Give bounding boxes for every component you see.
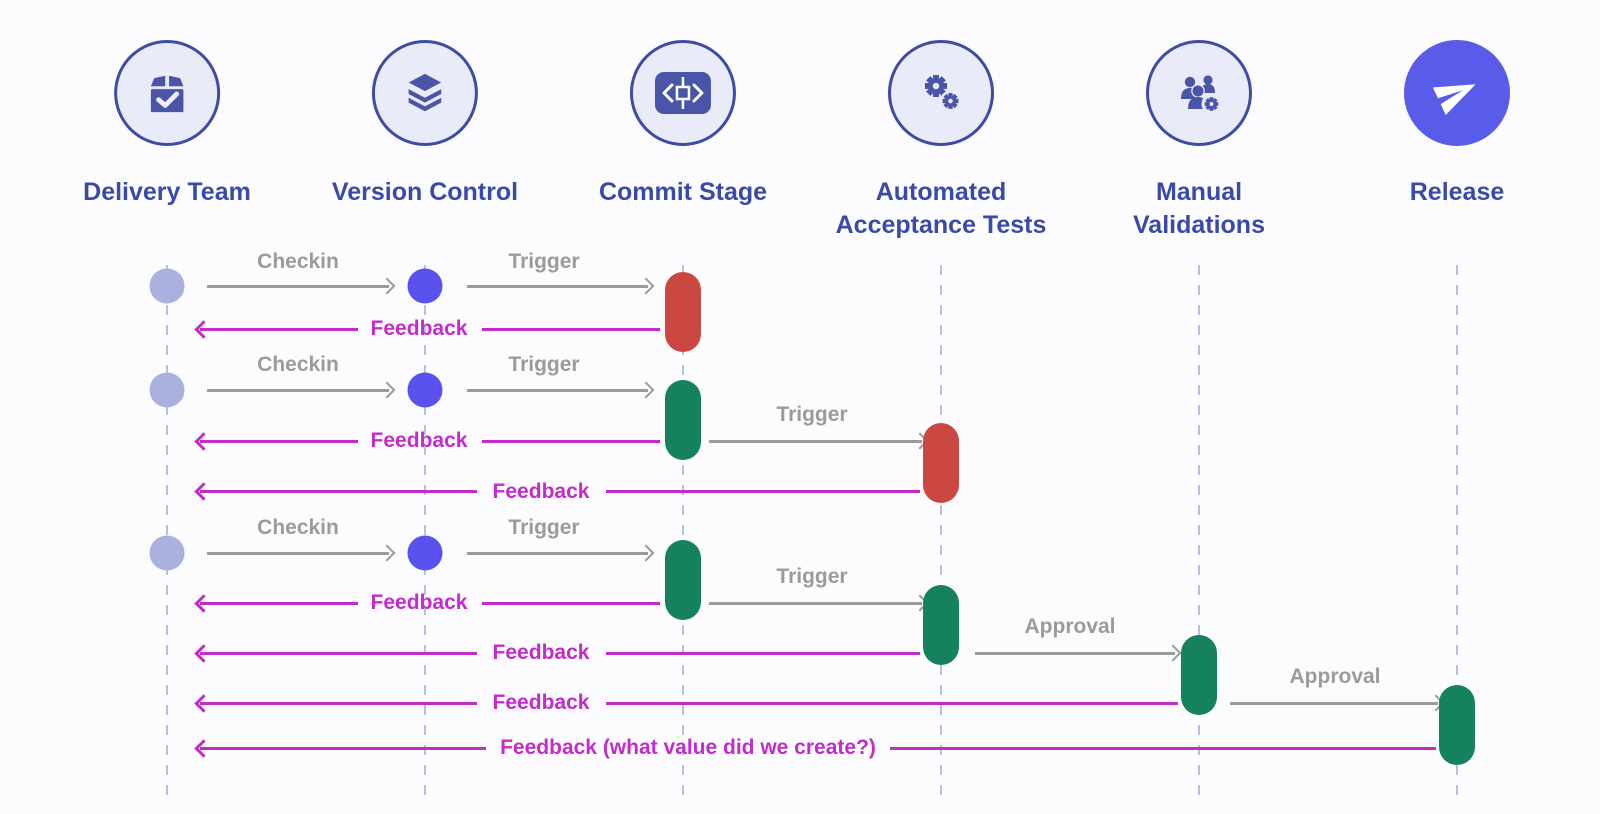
actor-label-delivery-team: Delivery Team [83, 178, 251, 206]
manual-validations-circle [1146, 40, 1252, 146]
trigger-arrow-4 [467, 552, 648, 555]
actor-label-version-control: Version Control [331, 178, 519, 206]
paper-plane-icon [1432, 84, 1476, 115]
actor-label-manual-validations: Manual Validations [1133, 178, 1265, 239]
trigger-label-1: Trigger [508, 250, 580, 273]
actor-manual-validations: Manual Validations [1119, 40, 1279, 241]
checkin-label-3: Checkin [257, 516, 339, 539]
gears-icon [925, 75, 961, 112]
vc-event-dot-3 [407, 535, 443, 571]
feedback-line-6-left [200, 702, 477, 705]
trigger-label-4: Trigger [508, 516, 580, 539]
manual-validations-run-pass [1181, 635, 1217, 715]
feedback-line-5-right [606, 652, 920, 655]
lifeline-delivery-team [166, 265, 168, 800]
approval-arrow-2 [1230, 702, 1438, 705]
feedback-label-2: Feedback [370, 429, 468, 452]
approval-label-2: Approval [1289, 665, 1381, 688]
lifeline-release [1456, 265, 1458, 800]
feedback-label-4: Feedback [370, 591, 468, 614]
feedback-line-1-left [200, 328, 358, 331]
feedback-line-2-right [482, 440, 660, 443]
actor-commit-stage: Commit Stage [599, 40, 767, 209]
code-commit-icon [655, 72, 711, 114]
team-event-dot-2 [149, 372, 185, 408]
trigger-label-3: Trigger [776, 403, 848, 426]
actor-label-release: Release [1409, 178, 1505, 206]
checkin-label-2: Checkin [257, 353, 339, 376]
feedback-line-4-right [482, 602, 660, 605]
trigger-label-5: Trigger [776, 565, 848, 588]
actor-version-control: Version Control [332, 40, 518, 209]
delivery-team-circle [113, 40, 220, 146]
actor-automated-acceptance-tests: Automated Acceptance Tests [826, 40, 1056, 241]
commit-stage-run-fail [665, 272, 701, 352]
approval-arrow-1 [975, 652, 1175, 655]
feedback-line-7-left [200, 747, 486, 750]
trigger-arrow-3 [709, 440, 922, 443]
vc-event-dot-1 [407, 268, 443, 304]
feedback-line-7-right [890, 747, 1436, 750]
feedback-label-3: Feedback [492, 480, 590, 503]
actor-delivery-team: Delivery Team [83, 40, 251, 209]
vc-event-dot-2 [407, 372, 443, 408]
team-event-dot-3 [149, 535, 185, 571]
version-control-circle [371, 40, 478, 146]
feedback-line-6-right [606, 702, 1178, 705]
feedback-label-5: Feedback [492, 641, 590, 664]
acceptance-tests-circle [888, 40, 994, 146]
feedback-line-3-left [200, 490, 477, 493]
release-run-pass [1439, 685, 1475, 765]
feedback-label-final: Feedback (what value did we create?) [500, 736, 876, 759]
lifeline-automated-acceptance-tests [940, 265, 942, 800]
acceptance-tests-run-fail [923, 423, 959, 503]
actor-release: Release [1404, 40, 1510, 209]
release-circle [1404, 40, 1510, 146]
feedback-line-5-left [200, 652, 477, 655]
team-event-dot-1 [149, 268, 185, 304]
feedback-line-1-right [482, 328, 660, 331]
checkin-arrow-2 [207, 389, 389, 392]
acceptance-tests-run-pass [923, 585, 959, 665]
approval-label-1: Approval [1024, 615, 1116, 638]
checkin-arrow-3 [207, 552, 389, 555]
feedback-line-2-left [200, 440, 358, 443]
commit-stage-run-pass-2 [665, 540, 701, 620]
lifeline-commit-stage [682, 265, 684, 800]
feedback-line-3-right [606, 490, 920, 493]
feedback-label-1: Feedback [370, 317, 468, 340]
trigger-arrow-2 [467, 389, 648, 392]
lifeline-manual-validations [1198, 265, 1200, 800]
trigger-arrow-5 [709, 602, 922, 605]
commit-stage-run-pass-1 [665, 380, 701, 460]
checkin-label-1: Checkin [257, 250, 339, 273]
trigger-arrow-1 [467, 285, 648, 288]
checkin-arrow-1 [207, 285, 389, 288]
layers-icon [408, 73, 442, 112]
actor-label-commit-stage: Commit Stage [598, 178, 768, 206]
package-check-icon [150, 75, 184, 113]
trigger-label-2: Trigger [508, 353, 580, 376]
users-gear-icon [1181, 75, 1222, 114]
actor-label-automated-acceptance-tests: Automated Acceptance Tests [835, 178, 1047, 239]
commit-stage-circle [630, 40, 736, 146]
feedback-label-6: Feedback [492, 691, 590, 714]
lifeline-version-control [424, 265, 426, 800]
feedback-line-4-left [200, 602, 358, 605]
